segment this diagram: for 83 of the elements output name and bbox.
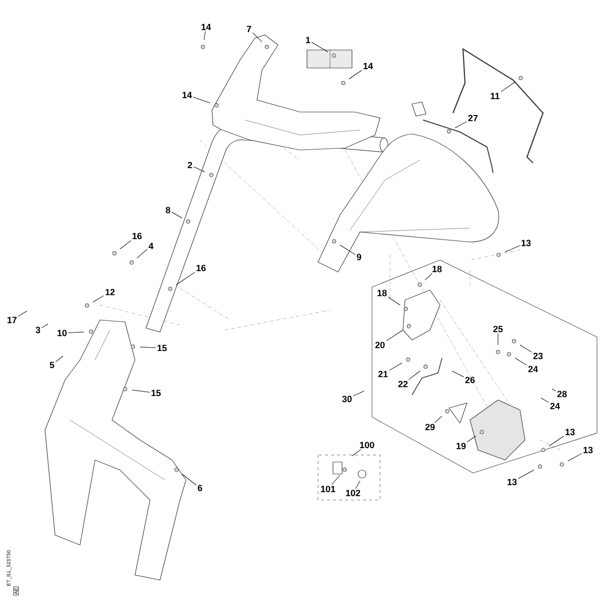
leader-line (520, 344, 532, 352)
leader-line (452, 370, 464, 378)
leader-line (120, 240, 132, 250)
leader-line (193, 166, 206, 172)
callout-number: 19 (456, 442, 466, 450)
leader-line (466, 436, 476, 442)
callout-number: 9 (356, 254, 362, 260)
leader-line (171, 212, 182, 218)
leader-line (424, 273, 432, 280)
leader-line (352, 390, 364, 396)
callout-number: 30 (342, 396, 352, 402)
leader-line (518, 470, 534, 479)
callout-number: 1 (306, 36, 310, 44)
callout-number: 8 (166, 206, 170, 214)
leader-line (548, 436, 564, 446)
leader-line (132, 390, 150, 392)
leader-line (352, 449, 362, 456)
leader-line (41, 324, 48, 328)
leader-line (340, 244, 356, 255)
callout-number: 13 (522, 240, 531, 246)
leader-line (568, 453, 582, 462)
callout-number: 13 (584, 446, 593, 454)
leader-line (332, 474, 340, 485)
leader-line (311, 42, 328, 52)
leader-line (386, 330, 404, 342)
callout-number: 14 (202, 24, 211, 30)
callout-number: 15 (152, 390, 161, 396)
callout-number: 102 (346, 490, 360, 496)
callout-number: 13 (508, 478, 517, 486)
callout-number: 10 (58, 330, 67, 336)
callout-number: 5 (50, 362, 54, 368)
callout-number: 101 (321, 486, 336, 492)
callout-number: 14 (182, 92, 192, 98)
callout-number: 12 (106, 288, 115, 296)
callout-number: 4 (148, 242, 154, 250)
leader-line (514, 358, 528, 366)
callout-number: 16 (196, 264, 206, 272)
leader-line (454, 121, 468, 128)
leader-line (434, 416, 442, 423)
leader-line (388, 296, 400, 306)
callout-number: 25 (493, 326, 503, 332)
leader-line (500, 82, 516, 92)
leader-line (140, 346, 156, 348)
callout-number: 23 (533, 352, 543, 360)
callout-number: 14 (364, 62, 373, 70)
callout-number: 7 (246, 26, 252, 32)
callout-number: 15 (158, 344, 167, 352)
callout-number: 13 (566, 428, 575, 436)
leader-line (192, 96, 210, 104)
leader-line (408, 370, 420, 380)
leader-line (388, 362, 402, 371)
callout-number: 18 (378, 290, 387, 296)
callout-number: 16 (132, 232, 142, 240)
leader-line (182, 474, 197, 486)
callout-number: 27 (468, 114, 478, 122)
callout-number: 24 (528, 366, 538, 372)
callout-number: 22 (398, 380, 408, 388)
leader-line (552, 388, 556, 392)
callout-number: 24 (550, 402, 560, 410)
leader-line (204, 31, 206, 40)
callout-number: 29 (425, 424, 435, 430)
leader-line (68, 332, 84, 333)
leader-line (504, 245, 520, 252)
callout-number: 28 (557, 390, 567, 398)
callout-number: 21 (378, 370, 388, 378)
leader-line (92, 295, 104, 302)
callout-number: 17 (8, 316, 17, 324)
leader-line (355, 480, 360, 489)
callout-number: 3 (36, 326, 40, 334)
leader-line (136, 248, 148, 258)
leader-line (18, 310, 28, 317)
leader-line (540, 398, 550, 403)
callout-number: 26 (465, 376, 475, 384)
callout-number: 100 (360, 442, 374, 448)
leader-line (348, 70, 362, 80)
leader-line (55, 356, 64, 362)
callout-number: 2 (188, 162, 192, 168)
callout-number: 18 (432, 266, 442, 272)
leader-line (252, 32, 262, 42)
callout-number: 6 (198, 484, 202, 492)
callout-number: 20 (375, 342, 385, 348)
leader-line (176, 272, 196, 286)
callout-number: 11 (490, 92, 500, 100)
